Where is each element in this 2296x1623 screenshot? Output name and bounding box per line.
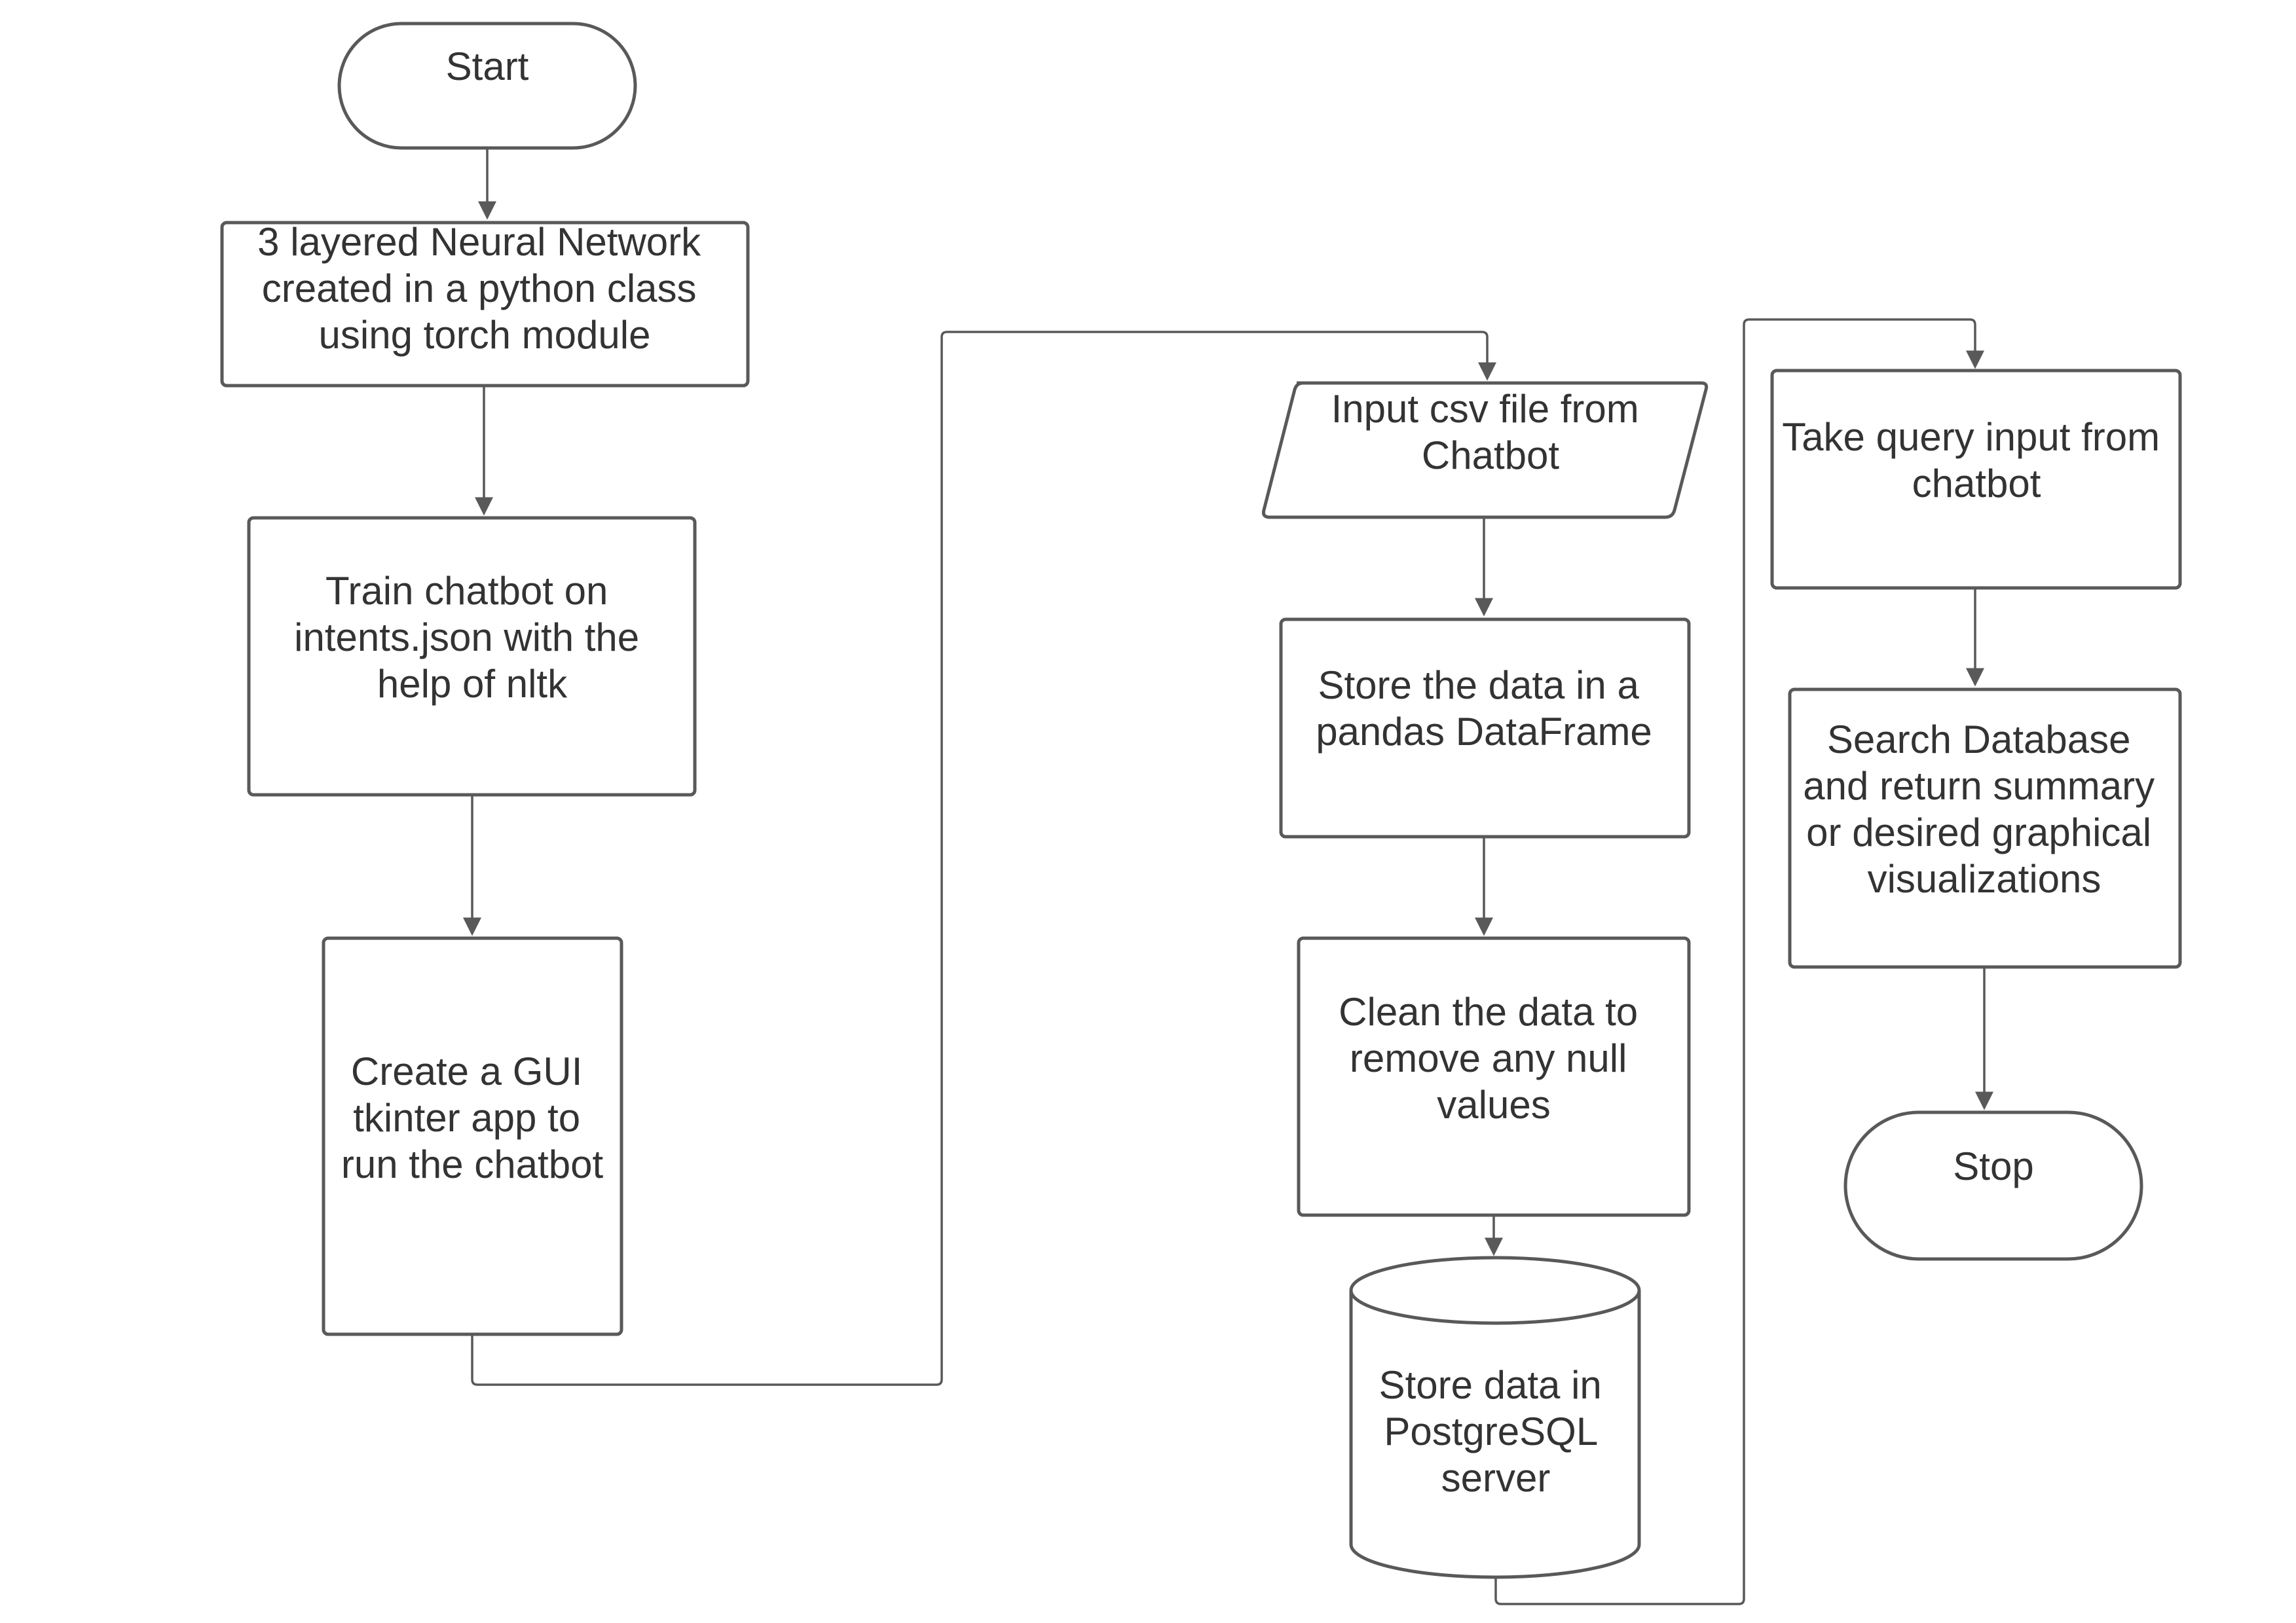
connector-store-postgres-to-take-query bbox=[1494, 318, 1984, 1605]
search-database-process-shape bbox=[1788, 687, 2182, 969]
store-dataframe-label: Store the data in a pandas DataFrame bbox=[1316, 663, 1652, 754]
start-label: Start bbox=[446, 45, 529, 88]
input-csv-label: Input csv file from Chatbot bbox=[1331, 387, 1650, 477]
store-dataframe-process-shape bbox=[1279, 617, 1691, 839]
take-query-process-shape bbox=[1770, 369, 2182, 590]
search-database-label: Search Database and return summary or de… bbox=[1803, 718, 2166, 901]
take-query-label: Take query input from chatbot bbox=[1782, 415, 2171, 505]
start-terminal-shape bbox=[337, 22, 637, 150]
node-labels: Start 3 layered Neural Network created i… bbox=[257, 45, 2171, 1500]
store-postgres-database-shape bbox=[1349, 1256, 1641, 1579]
connectors bbox=[463, 148, 1993, 1605]
create-gui-process-shape bbox=[322, 936, 623, 1336]
node-shapes bbox=[220, 22, 2182, 1579]
train-chatbot-label: Train chatbot on intents.json with the h… bbox=[294, 569, 650, 706]
stop-terminal-shape bbox=[1843, 1110, 2143, 1261]
clean-data-label: Clean the data to remove any null values bbox=[1339, 990, 1649, 1127]
neural-network-process-shape bbox=[220, 221, 750, 388]
train-chatbot-process-shape bbox=[247, 516, 697, 797]
clean-data-process-shape bbox=[1297, 936, 1691, 1217]
create-gui-label: Create a GUI tkinter app to run the chat… bbox=[341, 1049, 604, 1186]
input-csv-io-shape bbox=[1261, 381, 1709, 519]
stop-label: Stop bbox=[1953, 1144, 2033, 1188]
store-postgres-label: Store data in PostgreSQL server bbox=[1379, 1363, 1613, 1500]
connector-create-gui-to-input-csv bbox=[471, 331, 1496, 1386]
neural-network-label: 3 layered Neural Network created in a py… bbox=[257, 220, 712, 357]
